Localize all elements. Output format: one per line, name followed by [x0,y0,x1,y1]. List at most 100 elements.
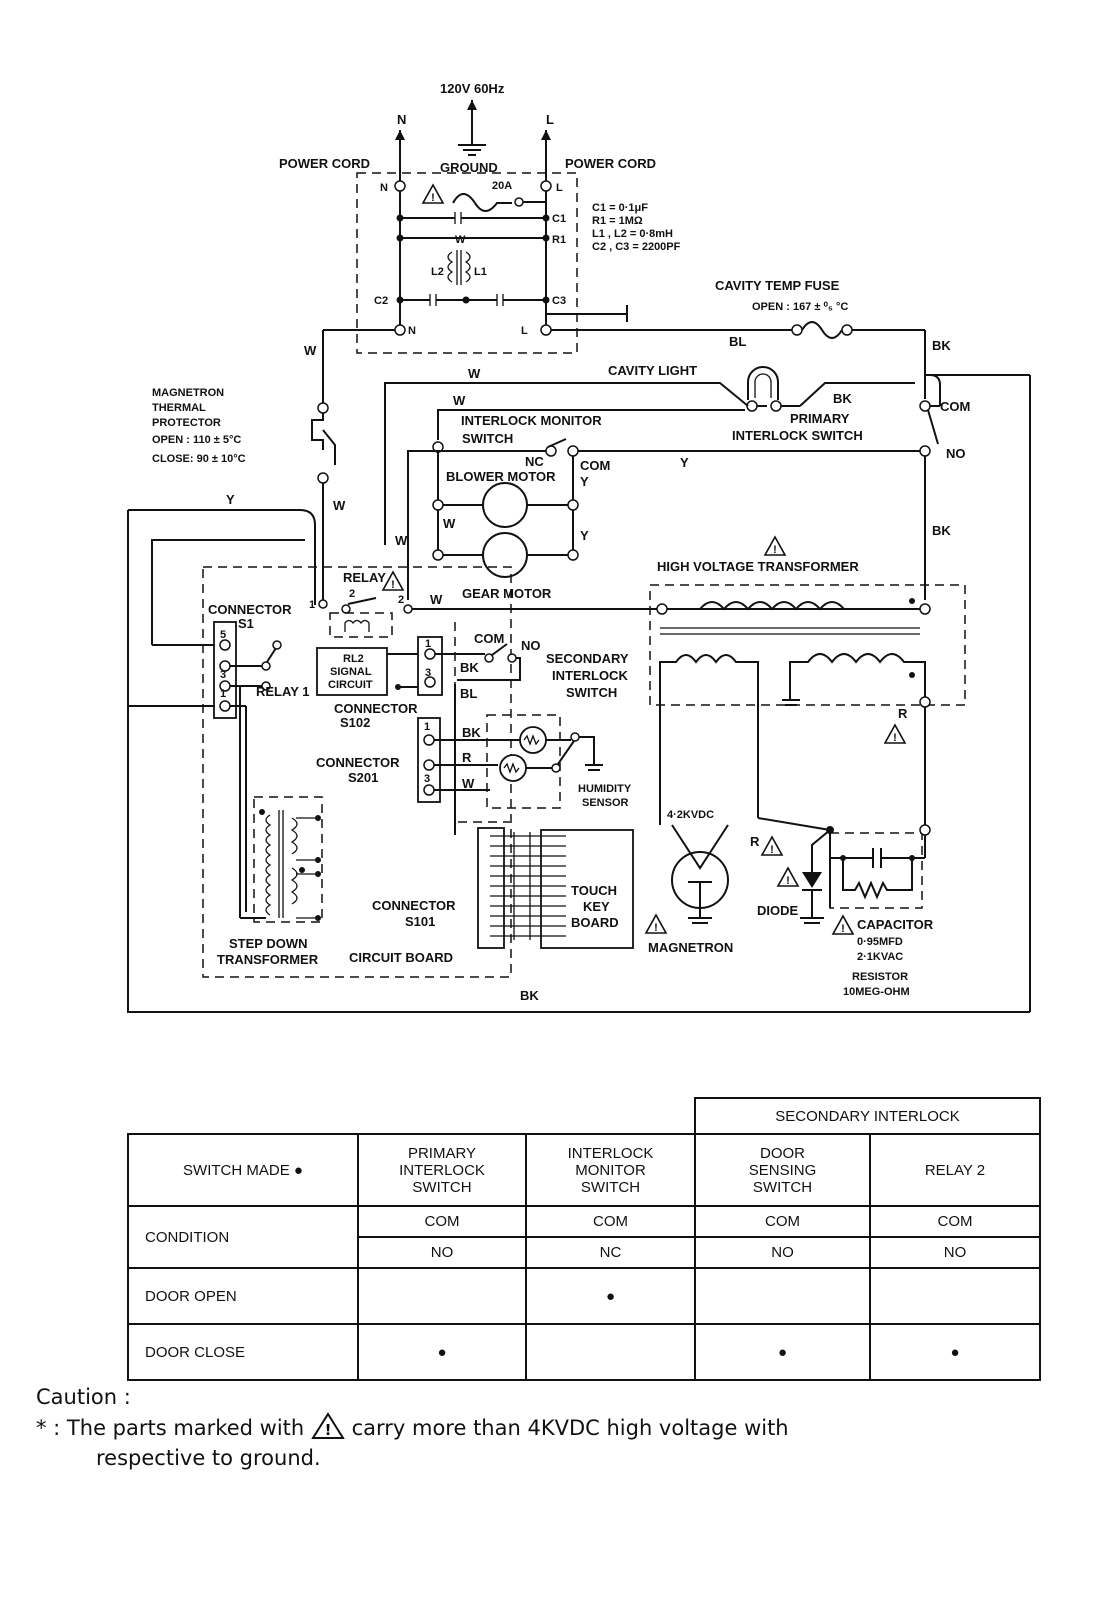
monitor-nc [545,445,557,457]
filter-value-4: C2 , C3 = 2200PF [592,241,681,253]
step-down-transformer-box [253,796,323,923]
door-close-cell: ● [869,1323,1041,1381]
col-door-line2: SENSING [748,1161,817,1179]
warning-icon-hv-r [884,724,906,745]
resistor-label-2: 10MEG-OHM [843,986,910,998]
caution-text-1: : The parts marked with [46,1416,305,1440]
connector-s101 [477,827,505,949]
condition-contact: NO [357,1236,527,1269]
connector-s1-label-2: S1 [238,616,254,631]
c3-label: C3 [552,295,566,307]
wire-label-w-8: W [462,776,475,791]
wire-label-w-7: W [430,592,443,607]
secondary-interlock-header: SECONDARY INTERLOCK [694,1097,1041,1135]
wire-label-bk-1: BK [932,338,951,353]
primary-interlock-label-1: PRIMARY [790,411,850,426]
cavity-temp-fuse-label: CAVITY TEMP FUSE [715,278,840,293]
door-open-cell [694,1267,871,1325]
capacitor-label-2: 0·95MFD [857,936,903,948]
condition-contact: NC [525,1236,696,1269]
l-terminal-label: L [556,182,563,194]
resistor-label-1: RESISTOR [852,971,908,983]
col-door-line1: DOOR [760,1144,805,1162]
rl2-label-2: SIGNAL [330,666,372,678]
filter-resistor-label: W [455,234,466,246]
col-primary-interlock: PRIMARY INTERLOCK SWITCH [357,1133,527,1207]
wire-label-bk-2: BK [833,391,852,406]
wire-label-bl-2: BL [460,686,477,701]
switch-table: SECONDARY INTERLOCK SWITCH MADE ● PRIMAR… [127,1097,1041,1381]
s102-pin1: 1 [425,638,431,650]
connector-s201-label-2: S201 [348,770,378,785]
col-primary-line3: SWITCH [412,1178,472,1196]
caution-text-3: respective to ground. [96,1446,321,1470]
n-label: N [397,112,406,127]
s201-pin3: 3 [424,773,430,785]
wire-label-w-6: W [395,533,408,548]
mag-thermal-1: MAGNETRON [152,387,224,399]
filter-value-2: R1 = 1MΩ [592,215,643,227]
wire-label-bk-6: BK [520,988,539,1003]
magnetron-thermal-protector [311,413,336,465]
humidity-sensor-box [486,714,561,809]
power-cord-right-label: POWER CORD [565,156,656,171]
wire-label-w-2: W [468,366,481,381]
condition-com: COM [525,1205,696,1238]
r1-label: R1 [552,234,566,246]
rl2-label-1: RL2 [343,653,364,665]
secondary-interlock-label-2: INTERLOCK [552,668,628,683]
hv-transformer-label: HIGH VOLTAGE TRANSFORMER [657,559,859,574]
rl2-label-3: CIRCUIT [328,679,373,691]
resistor [842,858,913,900]
n-out-terminal [394,324,406,336]
wire-label-bk-3: BK [932,523,951,538]
hvt-filament [659,654,759,700]
monitor-com-label: COM [580,458,610,473]
relay-label: RELAY [343,570,386,585]
condition-contact: NO [694,1236,871,1269]
blower-motor-label: BLOWER MOTOR [446,469,556,484]
primary-interlock-no [919,445,931,457]
primary-com-label: COM [940,399,970,414]
caution-note: Caution : * : The parts marked with ! ca… [36,1382,789,1473]
cavity-temp-open-label: OPEN : 167 ± ⁰₅ °C [752,301,848,313]
door-close-cell: ● [694,1323,871,1381]
door-open-cell: ● [525,1267,696,1325]
relay-pin1: 1 [309,599,315,611]
wire-label-y-2: Y [580,474,589,489]
monitor-nc-label: NC [525,454,544,469]
condition-contact: NO [869,1236,1041,1269]
warning-icon-relay [382,571,404,592]
wire-label-r-2: R [898,706,908,721]
interlock-monitor-label-2: SWITCH [462,431,513,446]
humidity-sensor-label-1: HUMIDITY [578,783,632,795]
kvdc-label: 4·2KVDC [667,809,714,821]
relay-pin2: 2 [398,594,404,606]
secondary-interlock-label-3: SWITCH [566,685,617,700]
wire-label-w-5: W [333,498,346,513]
hvt-secondary [789,653,926,700]
mag-thermal-2: THERMAL [152,402,206,414]
capacitor [843,848,912,868]
secondary-com-label: COM [474,631,504,646]
touch-key-label-2: KEY [583,899,610,914]
primary-interlock-label-2: INTERLOCK SWITCH [732,428,863,443]
connector-s102-label-1: CONNECTOR [334,701,418,716]
touch-key-label-1: TOUCH [571,883,617,898]
warning-icon-caution: ! [311,1412,345,1439]
mag-thermal-5: CLOSE: 90 ± 10°C [152,453,246,465]
col-relay2: RELAY 2 [869,1133,1041,1207]
l1-coil [464,251,471,283]
relay1-label: RELAY 1 [256,684,309,699]
gear-motor-label: GEAR MOTOR [462,586,552,601]
interlock-monitor-label-1: INTERLOCK MONITOR [461,413,602,428]
warning-icon-diode [777,867,799,888]
supply-label: 120V 60Hz [440,81,505,96]
connector-s201-label-1: CONNECTOR [316,755,400,770]
l-out-label: L [521,325,528,337]
fuse-20a-label: 20A [492,180,512,192]
wire-label-bl: BL [729,334,746,349]
diode-label: DIODE [757,903,799,918]
door-open-label: DOOR OPEN [127,1267,359,1325]
door-close-cell: ● [357,1323,527,1381]
